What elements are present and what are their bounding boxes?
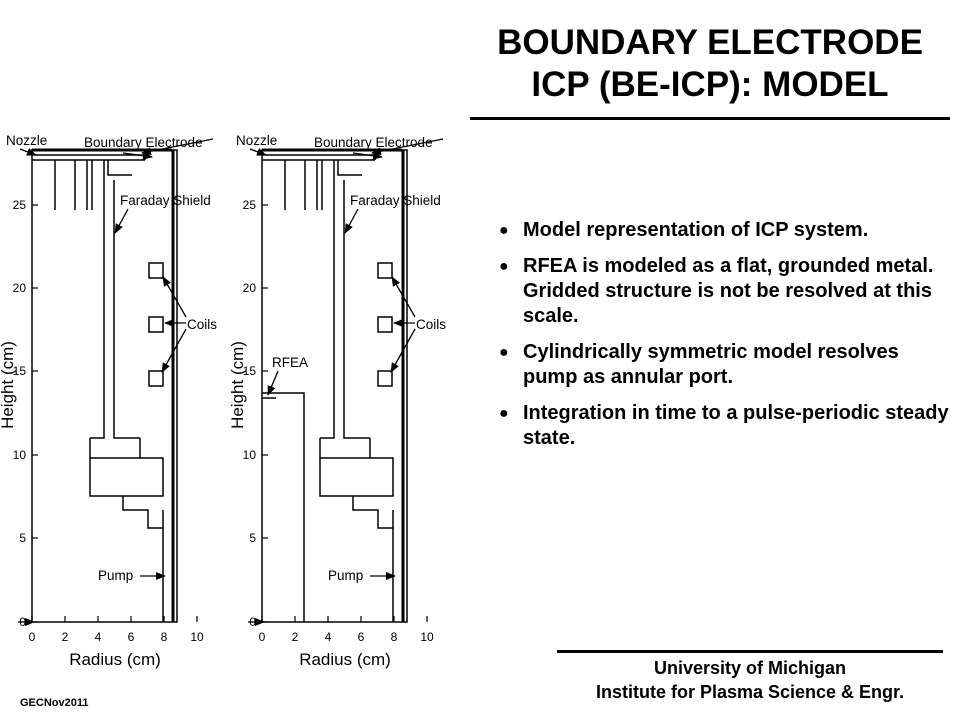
right-inner-wall <box>337 160 362 176</box>
title-line-1: BOUNDARY ELECTRODE <box>497 23 923 62</box>
left-y-axis-label: Height (cm) <box>0 341 17 429</box>
right-x-tick-label: 2 <box>292 630 299 644</box>
left-x-tick-label: 4 <box>95 630 102 644</box>
right-nozzle-label: Nozzle <box>236 133 277 148</box>
left-dielectric-wall <box>90 160 105 439</box>
right-faraday-shield-line <box>343 180 370 439</box>
footer-rule <box>557 650 943 653</box>
right-coil-2 <box>377 316 393 333</box>
right-pump-label: Pump <box>328 568 363 583</box>
right-x-tick-label: 4 <box>325 630 332 644</box>
bullet-list: ● Model representation of ICP system. ● RF… <box>497 218 957 462</box>
left-x-tick-label: 2 <box>62 630 69 644</box>
right-pump-block <box>319 457 394 497</box>
right-y-tick-label: 10 <box>243 448 257 462</box>
right-dielectric-wall <box>320 160 335 439</box>
bullet-text: Integration in time to a pulse-periodic … <box>523 402 949 449</box>
bullet-item: ● Model representation of ICP system. <box>497 218 957 243</box>
bullet-item: ● Integration in time to a pulse-periodic… <box>497 401 957 451</box>
right-lower-step <box>352 496 393 529</box>
footer-university: University of Michigan <box>653 658 847 678</box>
title-underline <box>470 117 950 120</box>
left-geometry-diagram: 0 5 10 15 20 25 0 2 4 6 8 10 Radius (cm)… <box>0 133 217 669</box>
title-line-2: ICP (BE-ICP): MODEL <box>531 65 889 104</box>
left-label-arrows <box>18 138 214 626</box>
footer: University of Michigan Institute for Pla… <box>540 656 960 704</box>
right-coil-1 <box>377 262 393 279</box>
right-x-tick-label: 10 <box>420 630 434 644</box>
left-pump-block <box>89 457 164 497</box>
right-rfea-label: RFEA <box>272 355 308 370</box>
right-y-axis-label: Height (cm) <box>228 341 247 429</box>
left-lower-step <box>122 496 163 529</box>
right-boundary-electrode-label: Boundary Electrode <box>314 135 433 150</box>
right-y-tick-label: 15 <box>243 364 257 378</box>
left-y-tick-label: 20 <box>13 281 27 295</box>
bullet-dot-icon: ● <box>499 258 509 275</box>
left-pump-label: Pump <box>98 568 133 583</box>
left-faraday-shield-label: Faraday Shield <box>120 193 211 208</box>
right-x-axis-label: Radius (cm) <box>299 650 391 669</box>
bullet-text: Cylindrically symmetric model resolves p… <box>523 341 899 388</box>
right-rfea-substrate <box>262 392 305 622</box>
bullet-dot-icon: ● <box>499 344 509 361</box>
bullet-text: RFEA is modeled as a flat, grounded meta… <box>523 255 934 327</box>
right-y-tick-label: 5 <box>249 531 256 545</box>
bullet-dot-icon: ● <box>499 222 509 239</box>
left-y-tick-label: 10 <box>13 448 27 462</box>
left-y-tick-label: 15 <box>13 364 27 378</box>
right-coil-3 <box>377 370 393 387</box>
left-coil-1 <box>148 262 164 279</box>
left-x-axis-label: Radius (cm) <box>69 650 161 669</box>
right-y-tick-label: 25 <box>243 198 257 212</box>
left-x-tick-label: 8 <box>161 630 168 644</box>
left-x-tick-label: 6 <box>128 630 135 644</box>
right-faraday-shield-label: Faraday Shield <box>350 193 441 208</box>
reactor-geometry-diagrams: 0 5 10 15 20 25 0 2 4 6 8 10 Radius (cm)… <box>0 133 446 669</box>
left-faraday-shield-line <box>113 180 140 439</box>
left-x-ticks <box>31 616 198 622</box>
left-coil-2 <box>148 316 164 333</box>
slide-title: BOUNDARY ELECTRODE ICP (BE-ICP): MODEL <box>470 22 950 106</box>
right-label-arrows <box>248 138 444 626</box>
bullet-dot-icon: ● <box>499 405 509 422</box>
right-geometry-diagram: 0 5 10 15 20 25 0 2 4 6 8 10 Radius (cm)… <box>228 133 446 669</box>
left-x-tick-label: 10 <box>190 630 204 644</box>
bullet-item: ● RFEA is modeled as a flat, grounded met… <box>497 254 957 329</box>
left-x-tick-label: 0 <box>29 630 36 644</box>
left-y-tick-label: 5 <box>19 531 26 545</box>
left-inner-wall <box>107 160 132 176</box>
footer-institute: Institute for Plasma Science & Engr. <box>595 682 905 702</box>
right-x-tick-label: 6 <box>358 630 365 644</box>
footnote: GECNov2011 <box>20 697 89 709</box>
right-coils-label: Coils <box>416 317 446 332</box>
right-y-tick-label: 20 <box>243 281 257 295</box>
left-coil-3 <box>148 370 164 387</box>
left-nozzle-label: Nozzle <box>6 133 47 148</box>
left-coils-label: Coils <box>187 317 217 332</box>
left-y-tick-label: 25 <box>13 198 27 212</box>
bullet-item: ● Cylindrically symmetric model resolves … <box>497 340 957 390</box>
right-x-tick-label: 8 <box>391 630 398 644</box>
bullet-text: Model representation of ICP system. <box>523 219 869 241</box>
left-y-ticks <box>32 204 38 623</box>
left-boundary-electrode-label: Boundary Electrode <box>84 135 203 150</box>
right-y-ticks <box>262 204 268 623</box>
right-x-tick-label: 0 <box>259 630 266 644</box>
